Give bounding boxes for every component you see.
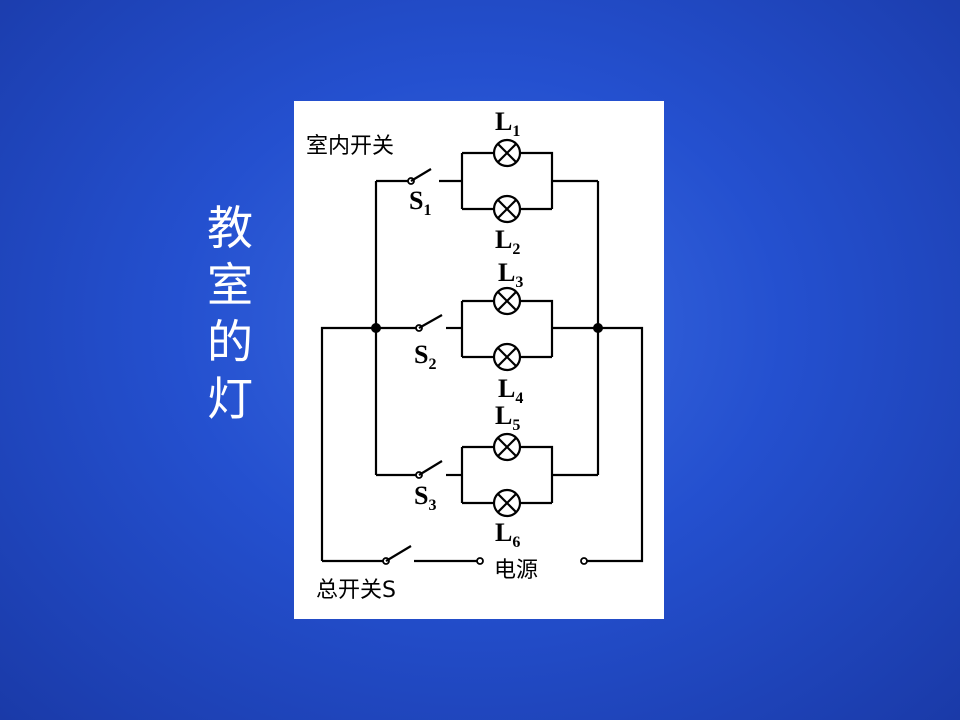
- switch-1-blade: [410, 168, 432, 182]
- lamp-1-label: L1: [495, 107, 520, 140]
- switch-3-letter: S: [414, 481, 428, 510]
- lamp-4-sub: 4: [515, 390, 523, 407]
- power-terminal-left: [476, 557, 484, 565]
- lamp-6-sub: 6: [512, 534, 520, 551]
- circuit-diagram-panel: 室内开关 总开关S 电源 S1 S2 S3 L1 L2 L3 L4 L5 L6: [294, 101, 664, 619]
- branch-1: [376, 138, 598, 224]
- wire-right-outer: [586, 326, 644, 563]
- switch-2-sub: 2: [428, 356, 436, 373]
- switch-2-blade: [418, 314, 443, 329]
- switch-2-label: S2: [414, 340, 436, 373]
- lamp-4-label: L4: [498, 374, 523, 407]
- lamp-5-label: L5: [495, 401, 520, 434]
- switch-3-sub: 3: [428, 497, 436, 514]
- power-label: 电源: [494, 558, 538, 583]
- lamp-1-icon: [492, 138, 522, 168]
- title-char: 教: [207, 201, 253, 255]
- title-char: 室: [207, 258, 253, 312]
- title-char: 灯: [207, 372, 253, 426]
- lamp-6-letter: L: [495, 518, 512, 547]
- wire-left-outer: [320, 326, 376, 561]
- lamp-1-letter: L: [495, 107, 512, 136]
- lamp-2-sub: 2: [512, 241, 520, 258]
- lamp-5-sub: 5: [512, 417, 520, 434]
- lamp-3-icon: [492, 286, 522, 316]
- lamp-2-icon: [492, 194, 522, 224]
- switch-3-blade: [418, 460, 443, 476]
- title-char: 的: [207, 315, 253, 369]
- lamp-3-letter: L: [498, 258, 515, 287]
- indoor-switch-label: 室内开关: [306, 134, 394, 159]
- main-switch-blade: [385, 545, 412, 562]
- circuit-diagram: 室内开关 总开关S 电源 S1 S2 S3 L1 L2 L3 L4 L5 L6: [306, 107, 644, 603]
- power-terminal-right: [580, 557, 588, 565]
- switch-2-letter: S: [414, 340, 428, 369]
- lamp-4-icon: [492, 342, 522, 372]
- lamp-4-letter: L: [498, 374, 515, 403]
- lamp-6-icon: [492, 488, 522, 518]
- lamp-5-letter: L: [495, 401, 512, 430]
- lamp-2-letter: L: [495, 225, 512, 254]
- lamp-1-sub: 1: [512, 123, 520, 140]
- branch-2: [376, 286, 598, 372]
- branch-3: [376, 432, 598, 518]
- lamp-3-sub: 3: [515, 274, 523, 291]
- lamp-5-icon: [492, 432, 522, 462]
- switch-1-sub: 1: [423, 202, 431, 219]
- lamp-6-label: L6: [495, 518, 520, 551]
- main-switch-label: 总开关S: [316, 578, 396, 603]
- switch-3-label: S3: [414, 481, 436, 514]
- lamp-3-label: L3: [498, 258, 523, 291]
- switch-1-label: S1: [409, 186, 431, 219]
- slide-title: 教 室 的 灯: [198, 200, 262, 428]
- switch-1-letter: S: [409, 186, 423, 215]
- lamp-2-label: L2: [495, 225, 520, 258]
